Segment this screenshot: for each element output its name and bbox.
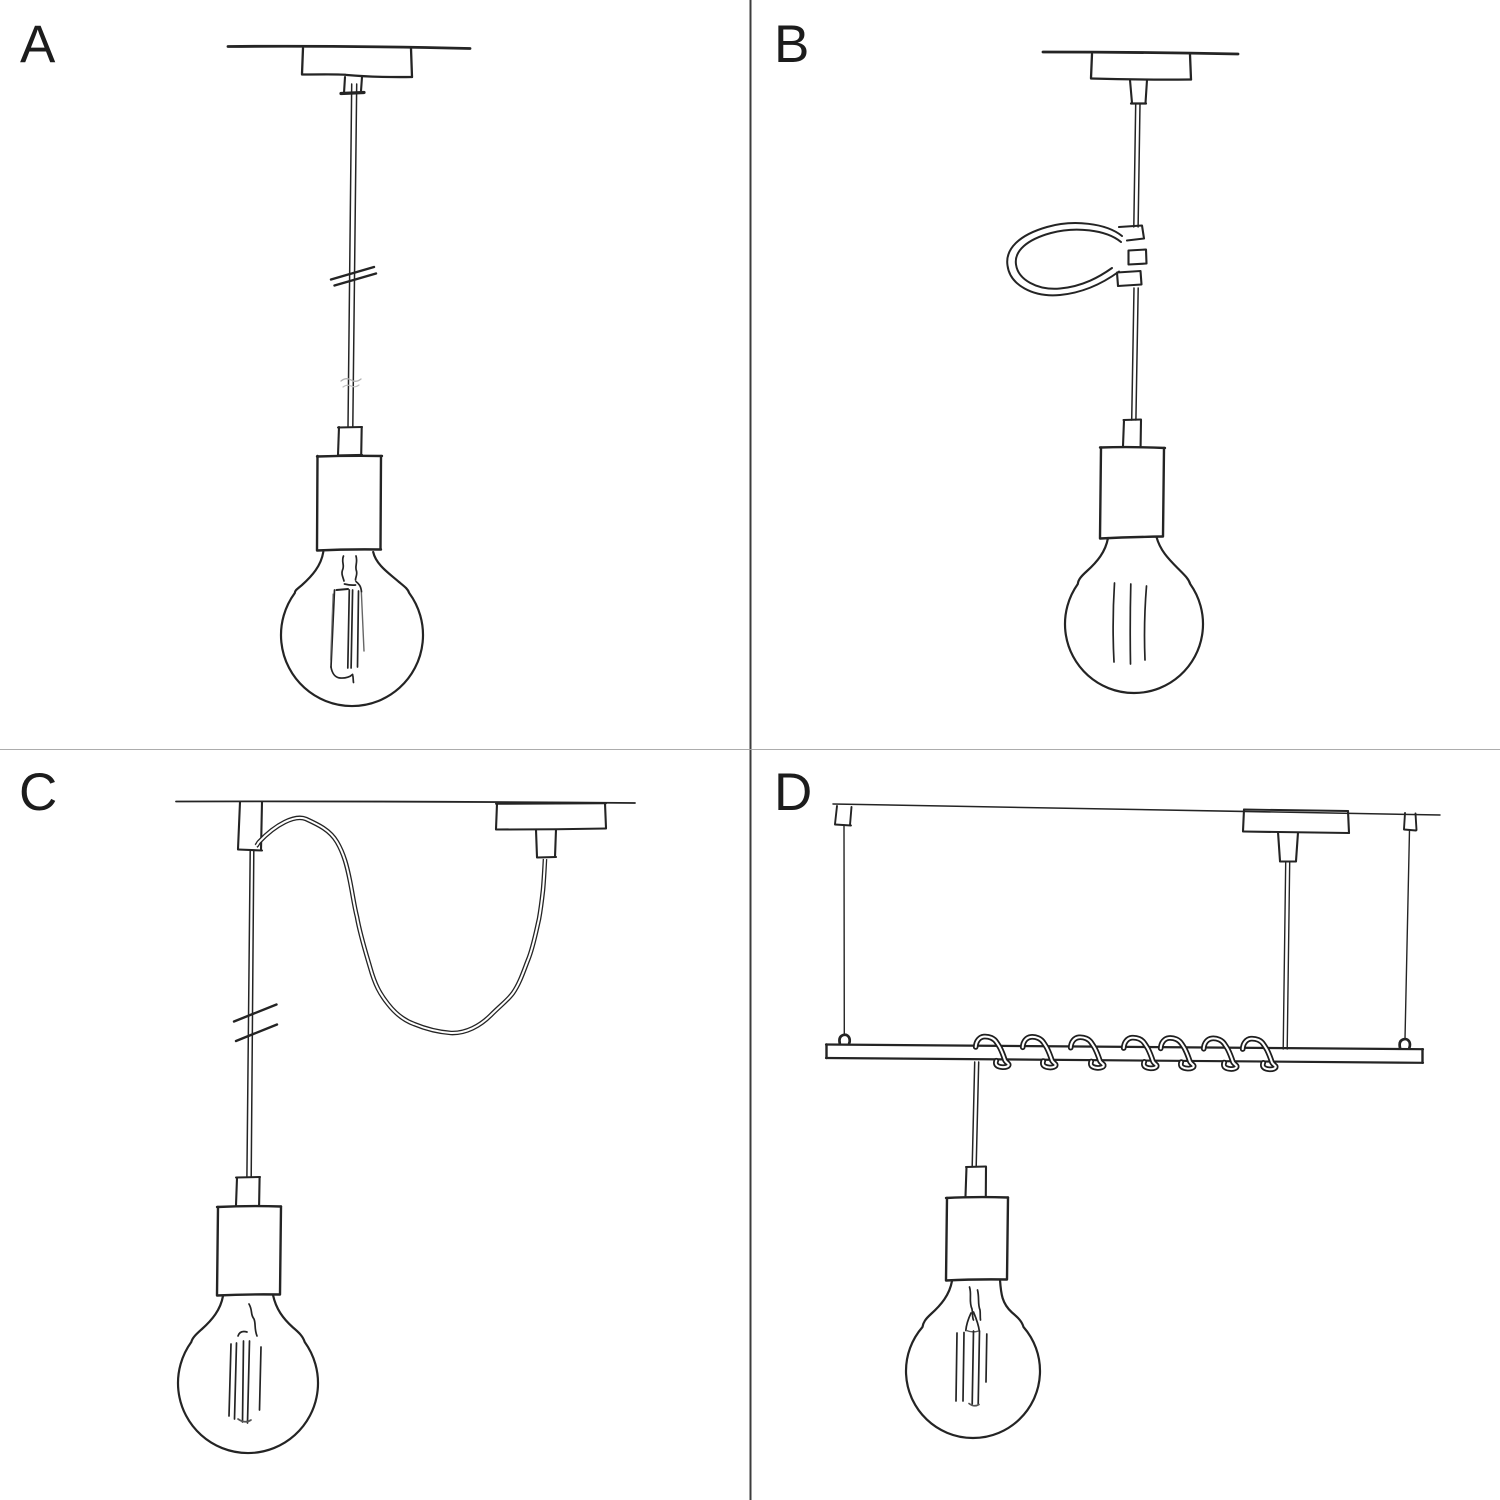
svg-text:C: C [19,763,57,822]
svg-text:B: B [774,15,809,74]
svg-text:A: A [20,15,56,74]
svg-text:D: D [774,763,812,822]
